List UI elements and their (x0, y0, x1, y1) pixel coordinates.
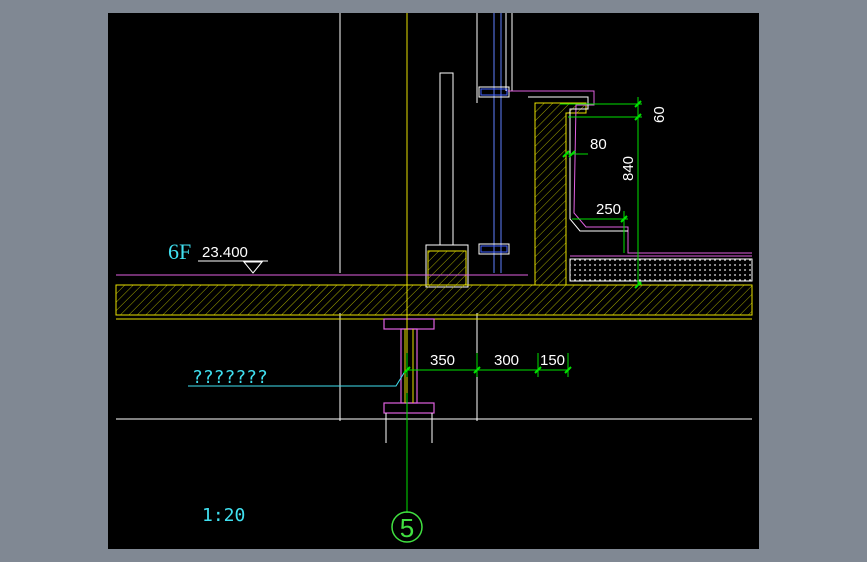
dim-gutter: 250 (596, 201, 621, 218)
insulation-layer (569, 258, 753, 282)
steel-beam (383, 318, 435, 414)
dim-bottom-3: 150 (540, 352, 565, 369)
column-hatch (427, 250, 467, 286)
grid-axis-label: 5 (400, 513, 414, 543)
annotation-note: ??????? (192, 367, 268, 388)
dim-bottom-1: 350 (430, 352, 455, 369)
floor-tag: 6F (168, 239, 191, 264)
cad-viewport[interactable]: 5 6F 23.400 ??????? 60 80 840 250 (108, 13, 759, 549)
dim-inner: 80 (590, 136, 607, 153)
floor-slab (115, 284, 753, 316)
grid-bubble-icon (391, 511, 423, 543)
note-leader (188, 372, 405, 387)
tick-mark-icon (403, 100, 642, 374)
parapet-wall (534, 102, 587, 286)
dim-bottom-2: 300 (494, 352, 519, 369)
dim-height: 840 (620, 156, 637, 181)
dimension-lines (406, 97, 643, 377)
parapet-flashing (508, 90, 752, 254)
dim-top: 60 (651, 106, 668, 123)
elevation-value: 23.400 (202, 244, 248, 261)
elevation-triangle-icon (242, 261, 264, 274)
drawing-scale: 1:20 (202, 505, 245, 526)
window-frame (478, 13, 510, 273)
section-drawing: 5 6F 23.400 ??????? 60 80 840 250 (115, 13, 753, 543)
